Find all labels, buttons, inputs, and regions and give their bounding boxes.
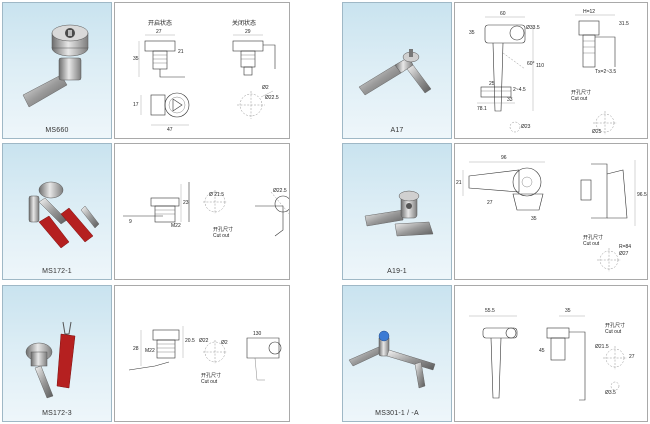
cutout-cn-label: 开孔尺寸 — [605, 323, 626, 329]
product-photo-ms301-1: MS301-1 / -A — [342, 285, 452, 422]
cutout-en-label: Cut out — [571, 96, 588, 102]
dim-label: 60 — [500, 11, 506, 17]
dim-label: 45 — [539, 348, 545, 354]
cutout-en-label: Cut out — [605, 329, 622, 335]
dim-label: 60° — [527, 61, 535, 67]
dim-label: 2~4.5 — [513, 87, 526, 93]
cutout-cn-label: 开孔尺寸 — [571, 90, 592, 96]
cutout-cn-label: 开孔尺寸 — [583, 235, 604, 241]
ms301-1-handle-image — [348, 330, 436, 389]
a17-handle-image — [358, 49, 432, 96]
dim-label: 96 — [501, 155, 507, 161]
dim-label: 9 — [129, 219, 132, 225]
ms172-1-lock-image — [28, 181, 100, 249]
drawing-panel-a19-1: 96 21 27 35 96.5 R=84 Ø27 开孔尺寸 Cut out — [454, 143, 648, 280]
dim-label: R=84 — [619, 244, 632, 250]
cutout-en-label: Cut out — [583, 241, 600, 247]
cutout-cn-label: 开孔尺寸 — [213, 227, 234, 233]
product-photo-ms172-3: MS172-3 — [2, 285, 112, 422]
dim-label: Ø3.5 — [605, 390, 616, 396]
dim-label: 21 — [456, 180, 462, 186]
dim-label: 96.5 — [637, 192, 647, 198]
dim-label: 29 — [245, 29, 251, 35]
dim-label: 35 — [531, 216, 537, 222]
dim-label: 31.5 — [619, 21, 629, 27]
dim-label: 130 — [253, 331, 262, 337]
dim-label: M22 — [145, 348, 155, 354]
product-photo-a19-1: A19-1 — [342, 143, 452, 280]
ms172-3-lock-image — [25, 321, 76, 399]
dim-label: 35 — [469, 30, 475, 36]
product-photo-ms660: MS660 — [2, 2, 112, 139]
cutout-en-label: Cut out — [213, 233, 230, 239]
state-open-label: 开启状态 — [148, 21, 173, 27]
dim-label: 47 — [167, 127, 173, 133]
dim-label: Ø22.5 — [273, 188, 287, 194]
dim-label: Ø2 — [221, 340, 228, 346]
dim-label: 33 — [507, 97, 513, 103]
dim-label: Ø22.5 — [265, 95, 279, 101]
dim-label: 78.1 — [477, 106, 487, 112]
dim-label: Tx=2~3.5 — [595, 69, 617, 75]
dim-label: 25 — [489, 81, 495, 87]
ms172-1-technical-drawing — [123, 182, 289, 237]
dim-label: 21 — [178, 49, 184, 55]
dim-label: 35 — [565, 308, 571, 314]
dim-label: 23 — [183, 200, 189, 206]
dim-label: 27 — [629, 354, 635, 360]
ms660-technical-drawing — [138, 34, 276, 126]
a19-1-handle-image — [364, 190, 434, 237]
product-model-label: MS172-1 — [42, 268, 72, 275]
dim-label: Ø22 — [199, 338, 209, 344]
product-model-label: A19-1 — [387, 268, 407, 275]
ms301-1-technical-drawing — [469, 315, 627, 401]
dim-label: 110 — [536, 63, 544, 69]
dim-label: Ø25 — [592, 129, 602, 135]
dim-label: Ø21.5 — [595, 344, 609, 350]
cutout-cn-label: 开孔尺寸 — [201, 373, 222, 379]
dim-label: 55.5 — [485, 308, 495, 314]
dim-label: Ø33.5 — [526, 25, 540, 31]
dim-label: 28 — [133, 346, 139, 352]
drawing-panel-ms660: 开启状态 关闭状态 27 21 35 17 29 47 Ø22.5 Ø2 — [114, 2, 290, 139]
drawing-panel-ms172-3: M22 20.5 28 Ø22 Ø2 130 开孔尺寸 Cut out — [114, 285, 290, 422]
a19-1-technical-drawing — [462, 160, 636, 272]
a17-technical-drawing — [477, 14, 617, 135]
dim-label: Ø27 — [619, 251, 629, 257]
dim-label: 27 — [487, 200, 493, 206]
product-photo-ms172-1: MS172-1 — [2, 143, 112, 280]
ms172-3-technical-drawing — [128, 326, 282, 381]
drawing-panel-ms301-1: 55.5 35 Ø21.5 27 Ø3.5 45 开孔尺寸 Cut out — [454, 285, 648, 422]
drawing-panel-ms172-1: Ø 21.5 Ø22.5 M22 23 9 开孔尺寸 Cut out — [114, 143, 290, 280]
product-photo-a17: A17 — [342, 2, 452, 139]
dim-label: 20.5 — [185, 338, 195, 344]
cutout-en-label: Cut out — [201, 379, 218, 385]
product-model-label: MS660 — [45, 127, 69, 134]
drawing-panel-a17: 60 Ø33.5 110 H=12 31.5 Tx=2~3.5 35 25 2~… — [454, 2, 648, 139]
product-model-label: MS301-1 / -A — [375, 410, 419, 417]
state-closed-label: 关闭状态 — [232, 21, 257, 27]
ms660-lock-image — [22, 24, 89, 108]
dim-label: H=12 — [583, 9, 596, 15]
dim-label: 27 — [156, 29, 162, 35]
dim-label: Ø23 — [521, 124, 531, 130]
dim-label: 35 — [133, 56, 139, 62]
dim-label: 17 — [133, 102, 139, 108]
dim-label: Ø 21.5 — [209, 192, 225, 198]
dim-label: Ø2 — [262, 85, 269, 91]
product-model-label: MS172-3 — [42, 410, 72, 417]
product-model-label: A17 — [390, 127, 404, 134]
dim-label: M22 — [171, 223, 181, 229]
